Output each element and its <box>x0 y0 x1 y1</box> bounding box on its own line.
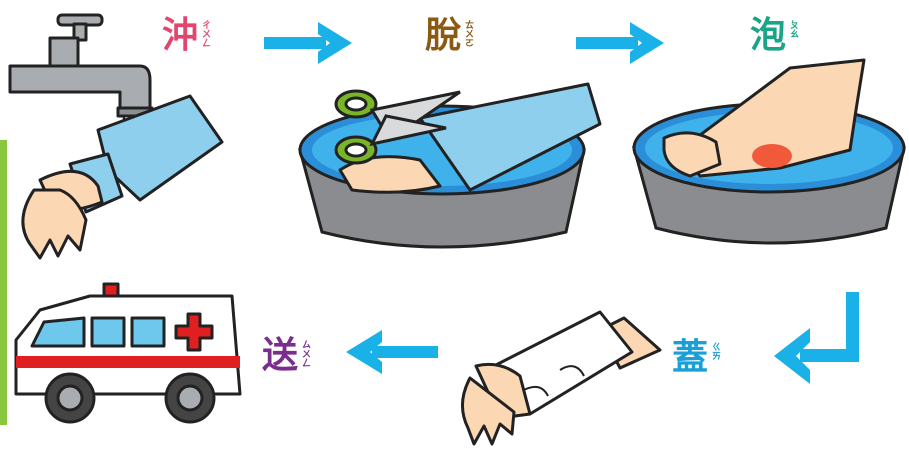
arrow-left-icon <box>346 330 438 374</box>
arrow-down-left-icon <box>774 292 859 384</box>
arrow-right-icon <box>264 22 352 64</box>
faucet-icon <box>10 15 152 116</box>
arrow-right-icon <box>576 22 664 64</box>
ambulance-icon <box>16 284 240 422</box>
covered-arm <box>462 312 660 444</box>
sleeved-arm-rinse <box>23 96 222 258</box>
